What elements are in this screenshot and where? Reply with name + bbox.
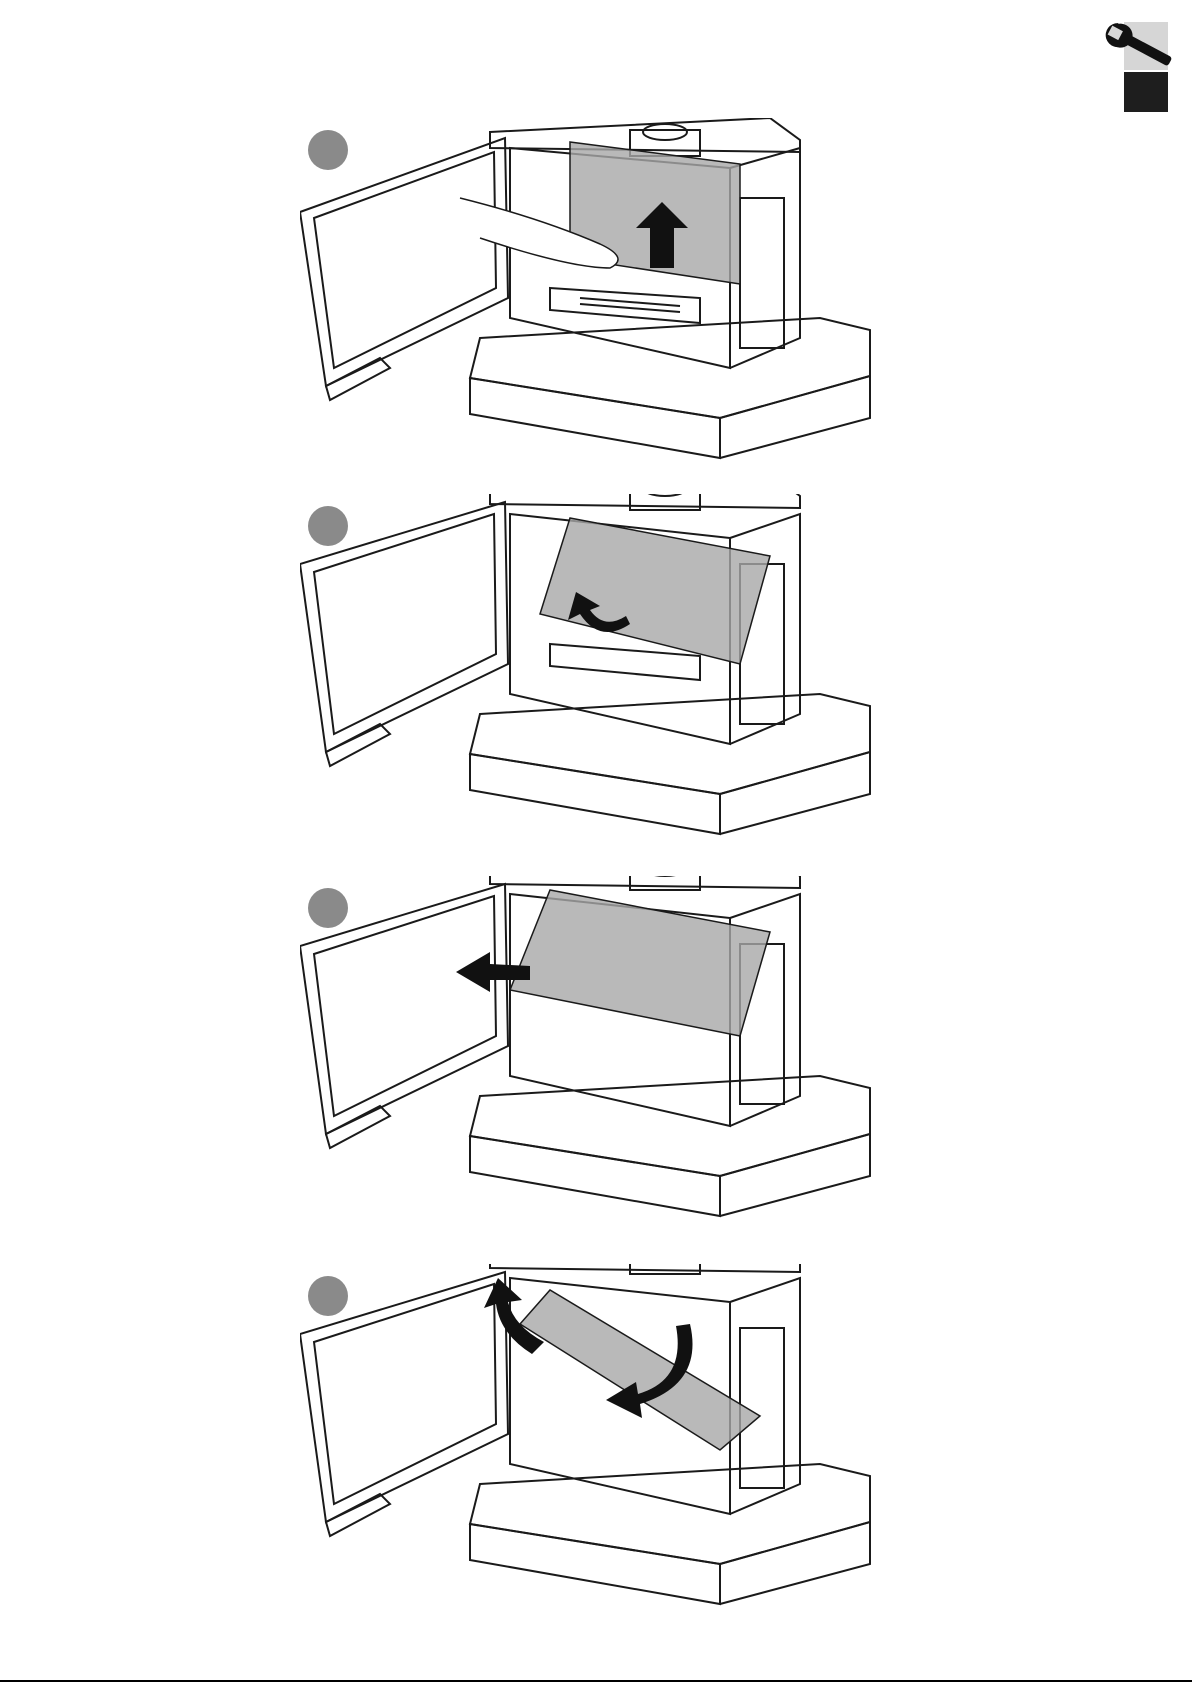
step-bullet	[308, 506, 348, 546]
step-2-illustration	[300, 494, 920, 866]
wrench-icon	[1104, 22, 1176, 70]
step-1-illustration	[300, 118, 920, 490]
section-tab-dark	[1124, 72, 1168, 112]
stove-drawing	[300, 494, 920, 866]
step-bullet	[308, 130, 348, 170]
stove-drawing	[300, 118, 920, 490]
step-bullet	[308, 888, 348, 928]
stove-drawing	[300, 1264, 920, 1636]
step-3-illustration	[300, 876, 920, 1248]
step-bullet	[308, 1276, 348, 1316]
footer-rule	[0, 1680, 1192, 1682]
stove-drawing	[300, 876, 920, 1248]
step-4-illustration	[300, 1264, 920, 1636]
